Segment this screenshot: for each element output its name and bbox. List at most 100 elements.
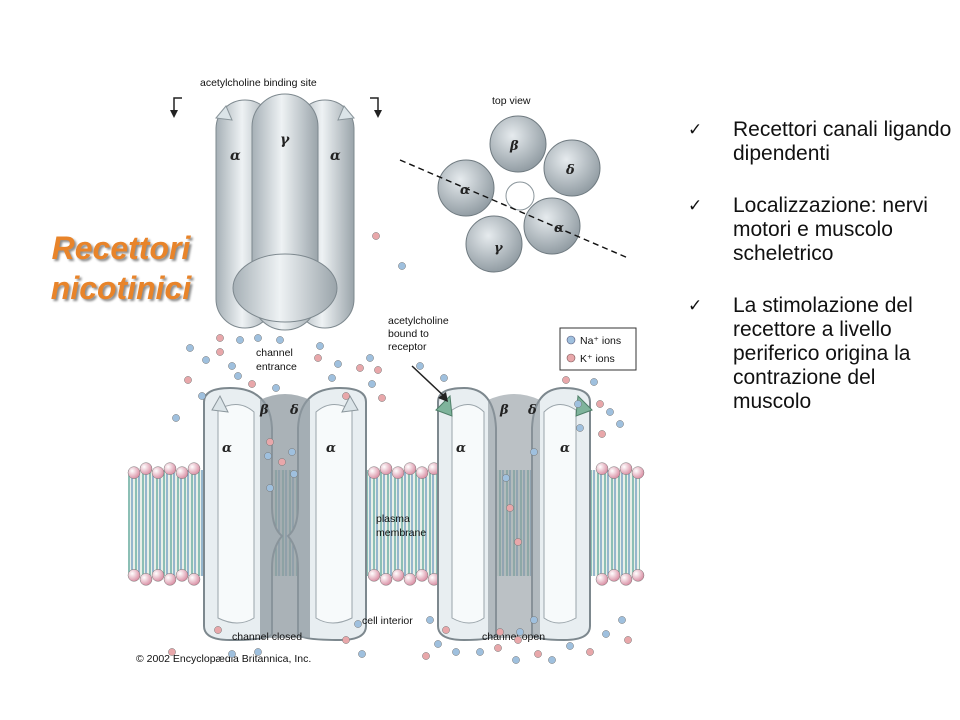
ion: [502, 474, 510, 482]
open-alpha-left: α: [456, 441, 466, 456]
ion: [602, 630, 610, 638]
legend-k-label: K⁺ ions: [580, 353, 615, 365]
ion: [168, 648, 176, 656]
receptor-side-view: acetylcholine binding site α γ α: [170, 77, 382, 331]
cell-interior-label: cell interior: [362, 615, 413, 627]
lipid-head: [403, 462, 417, 475]
ion: [442, 626, 450, 634]
open-alpha-right: α: [560, 441, 570, 456]
ion: [248, 380, 256, 388]
ion: [354, 620, 362, 628]
ion: [334, 360, 342, 368]
ion: [514, 538, 522, 546]
ion: [548, 656, 556, 664]
plasma-membrane-label-2: membrane: [376, 527, 426, 539]
acetylcholine-bound-label-3: receptor: [388, 341, 427, 353]
ion: [426, 616, 434, 624]
lipid-head: [187, 573, 201, 586]
ion: [434, 640, 442, 648]
lipid-head: [391, 569, 405, 582]
bullet-list: ✓ Recettori canali ligando dipendenti ✓ …: [688, 118, 956, 442]
channel-open-label: channel open: [482, 631, 545, 643]
lipid-head: [139, 462, 153, 475]
lipid-head: [127, 569, 141, 582]
na-ion-swatch: [566, 335, 576, 345]
receptor-top-view: top view β δ α γ α: [399, 95, 629, 273]
lipid-head: [175, 466, 189, 479]
channel-closed-label: channel closed: [232, 631, 302, 643]
ion: [236, 336, 244, 344]
ion: [618, 616, 626, 624]
ion: [598, 430, 606, 438]
ion: [590, 378, 598, 386]
closed-alpha-left: α: [222, 441, 232, 456]
ion: [172, 414, 180, 422]
copyright-notice: © 2002 Encyclopædia Britannica, Inc.: [136, 653, 311, 665]
ion: [586, 648, 594, 656]
ion: [356, 364, 364, 372]
acetylcholine-bound-label-2: bound to: [388, 328, 429, 340]
channel-entrance-label-1: channel: [256, 347, 293, 359]
bullet-text: La stimolazione del recettore a livello …: [733, 294, 913, 413]
closed-delta: δ: [289, 403, 299, 418]
lipid-head: [595, 462, 609, 475]
lipid-head: [379, 573, 393, 586]
ion: [216, 334, 224, 342]
ion: [266, 438, 274, 446]
ion: [342, 636, 350, 644]
lipid-head: [415, 569, 429, 582]
lipid-head: [367, 569, 381, 582]
ion: [506, 504, 514, 512]
ion: [534, 650, 542, 658]
top-view-label: top view: [492, 95, 531, 107]
ion: [566, 642, 574, 650]
bullet-item: ✓ Recettori canali ligando dipendenti: [688, 118, 956, 166]
ion: [530, 448, 538, 456]
ion: [328, 374, 336, 382]
lipid-head: [187, 462, 201, 475]
ion: [616, 420, 624, 428]
ion: [514, 636, 522, 644]
ion: [216, 348, 224, 356]
lipid-head: [151, 466, 165, 479]
lipid-head: [607, 569, 621, 582]
ion: [494, 644, 502, 652]
ion: [452, 648, 460, 656]
ion: [624, 636, 632, 644]
slide-title-line-2: nicotinici: [50, 270, 192, 306]
ions: [168, 232, 632, 664]
ion: [372, 232, 380, 240]
k-ion-swatch: [566, 353, 576, 363]
ion: [422, 652, 430, 660]
top-alpha-label: α: [554, 221, 564, 236]
top-gamma-label: γ: [494, 241, 504, 256]
lipid-head: [403, 573, 417, 586]
slide-title: Recettori nicotinici: [0, 228, 242, 308]
open-beta: β: [499, 403, 509, 418]
ion: [314, 354, 322, 362]
ion: [574, 400, 582, 408]
lipid-head: [151, 569, 165, 582]
ion: [316, 342, 324, 350]
subunit-alpha-label: α: [230, 148, 241, 164]
channel-entrance-label-2: entrance: [256, 361, 297, 373]
ion: [290, 470, 298, 478]
ion: [202, 356, 210, 364]
lipid-head: [631, 569, 645, 582]
bullet-item: ✓ La stimolazione del recettore a livell…: [688, 294, 956, 414]
ion: [186, 344, 194, 352]
ion: [278, 458, 286, 466]
closed-beta: β: [259, 403, 269, 418]
ion: [398, 262, 406, 270]
ion: [440, 374, 448, 382]
ion: [198, 392, 206, 400]
ion: [366, 354, 374, 362]
checkmark-icon: ✓: [688, 120, 703, 140]
ion: [368, 380, 376, 388]
ion: [254, 648, 262, 656]
ion: [272, 384, 280, 392]
lipid-head: [175, 569, 189, 582]
channel-closed-diagram: α β δ α: [203, 386, 367, 642]
ion: [562, 376, 570, 384]
lipid-head: [415, 466, 429, 479]
